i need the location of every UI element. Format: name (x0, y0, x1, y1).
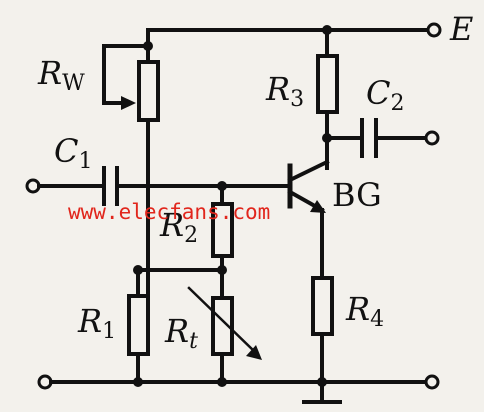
label-R4: R4 (345, 290, 384, 332)
label-BG: BG (332, 176, 382, 214)
junction-top-r3 (322, 25, 332, 35)
junction-c2 (322, 133, 332, 143)
terminal-output (424, 130, 440, 146)
label-E: E (449, 10, 473, 48)
label-R1: R1 (77, 302, 116, 344)
junction-mid-left (133, 265, 143, 275)
rt-variable-arrow (187, 286, 257, 354)
rw-wiper-loop (102, 44, 150, 105)
junction-gnd-r4 (317, 377, 327, 387)
label-R3: R3 (265, 70, 304, 112)
watermark-text: www.elecfans.com (68, 200, 270, 224)
junction-base-r2 (217, 181, 227, 191)
resistor-R3 (316, 54, 339, 114)
label-Rt: Rt (164, 312, 198, 354)
label-C2: C2 (366, 74, 404, 116)
label-R2: R2 (159, 206, 198, 248)
resistor-Rw (137, 60, 160, 122)
junction-gnd-rt (217, 377, 227, 387)
label-C1: C1 (54, 132, 92, 174)
junction-mid-right (217, 265, 227, 275)
terminal-E (426, 22, 442, 38)
rt-arrow-head (246, 345, 262, 360)
junction-gnd-r1 (133, 377, 143, 387)
junction-top-left (143, 41, 153, 51)
transistor-collector-lead (287, 159, 330, 183)
resistor-R1 (127, 294, 150, 356)
terminal-ground-right (424, 374, 440, 390)
rw-wiper-arrow (121, 96, 136, 110)
label-Rw: RW (37, 54, 85, 96)
resistor-R4 (311, 276, 334, 336)
